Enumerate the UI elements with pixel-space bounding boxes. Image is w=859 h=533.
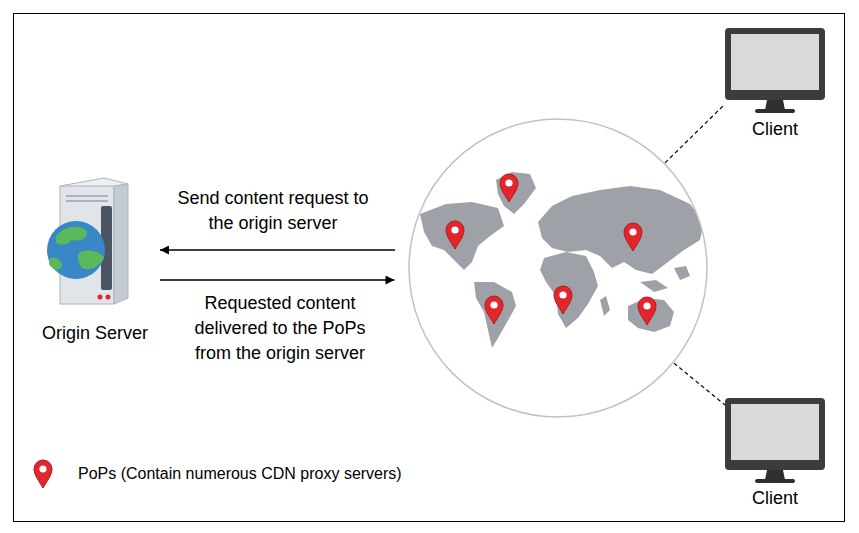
node-label: Client	[722, 487, 828, 509]
pop-globe	[408, 118, 708, 418]
edge-label: Send content request to the origin serve…	[176, 186, 371, 236]
monitor-icon	[725, 398, 825, 483]
monitor-icon	[725, 28, 825, 113]
client-node: Client	[722, 26, 828, 140]
node-label: Client	[722, 118, 828, 140]
globe-outline	[408, 118, 708, 418]
client-node: Client	[722, 396, 828, 509]
edge-label: Requested content delivered to the PoPs …	[174, 291, 386, 366]
request-arrow	[160, 279, 394, 280]
world-map	[408, 118, 708, 418]
server-icon	[47, 178, 128, 304]
legend-entry: PoPs (Contain numerous CDN proxy servers…	[29, 458, 402, 490]
server-node: Origin Server	[33, 170, 157, 344]
legend-label: PoPs (Contain numerous CDN proxy servers…	[78, 464, 402, 484]
pin-marker	[29, 458, 57, 490]
dashed-link	[665, 104, 725, 163]
dashed-link	[674, 363, 725, 405]
request-arrow	[160, 249, 395, 250]
node-label: Origin Server	[33, 322, 157, 344]
